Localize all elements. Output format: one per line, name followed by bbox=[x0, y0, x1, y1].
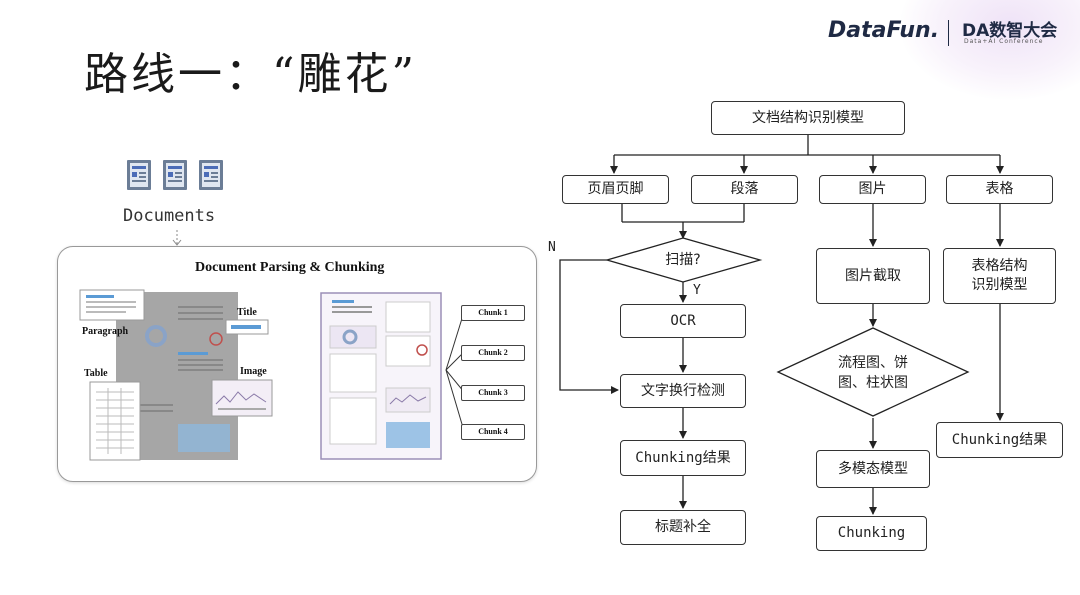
documents-label: Documents bbox=[123, 206, 216, 226]
chunk-4: Chunk 4 bbox=[461, 424, 525, 440]
conference-logo: DA数智大会 bbox=[962, 21, 1058, 41]
node-paragraph: 段落 bbox=[691, 175, 798, 204]
node-ocr: OCR bbox=[620, 304, 746, 338]
chunk-3: Chunk 3 bbox=[461, 385, 525, 401]
node-table: 表格 bbox=[946, 175, 1053, 204]
document-parsing-title: Document Parsing & Chunking bbox=[195, 260, 385, 275]
title-label: Title bbox=[237, 307, 257, 318]
yes-label: Y bbox=[693, 283, 701, 298]
chunk-2: Chunk 2 bbox=[461, 345, 525, 361]
node-line-break-detection: 文字换行检测 bbox=[620, 374, 746, 408]
node-multimodal-model: 多模态模型 bbox=[816, 450, 930, 488]
document-icon bbox=[163, 160, 187, 190]
node-image: 图片 bbox=[819, 175, 926, 204]
conference-subtitle: Data+AI Conference bbox=[964, 38, 1044, 45]
node-scan-decision: 扫描? bbox=[665, 252, 701, 268]
chart-decision-line-2: 图、柱状图 bbox=[838, 375, 908, 392]
node-header-footer: 页眉页脚 bbox=[562, 175, 669, 204]
slide-title: 路线一：“雕花” bbox=[84, 49, 417, 100]
layout-analysis-illustration bbox=[79, 289, 273, 461]
node-chunking-result-left: Chunking结果 bbox=[620, 440, 746, 476]
scan-decision-shape bbox=[604, 237, 763, 283]
chart-decision-line-1: 流程图、饼 bbox=[838, 355, 908, 371]
node-structure-model: 文档结构识别模型 bbox=[711, 101, 905, 135]
node-title-completion: 标题补全 bbox=[620, 510, 746, 545]
chart-decision-shape bbox=[776, 327, 970, 417]
chunked-page-illustration bbox=[320, 292, 442, 460]
node-chunking: Chunking bbox=[816, 516, 927, 551]
node-image-crop: 图片截取 bbox=[816, 248, 930, 304]
node-table-structure-model: 表格结构 识别模型 bbox=[943, 248, 1056, 304]
table-label: Table bbox=[84, 368, 108, 379]
paragraph-label: Paragraph bbox=[82, 326, 129, 337]
documents-icons bbox=[127, 160, 223, 190]
down-arrow-icon bbox=[172, 230, 182, 246]
datafun-logo: DataFun. bbox=[828, 18, 940, 43]
table-structure-line-2: 识别模型 bbox=[971, 277, 1028, 293]
node-chart-decision: 流程图、饼 图、柱状图 bbox=[823, 353, 923, 394]
node-chunking-result-right: Chunking结果 bbox=[936, 422, 1063, 458]
table-structure-line-1: 表格结构 bbox=[971, 258, 1028, 275]
logo-divider bbox=[948, 20, 949, 46]
chunk-1: Chunk 1 bbox=[461, 305, 525, 321]
no-label: N bbox=[548, 240, 556, 255]
document-icon bbox=[199, 160, 223, 190]
chunk-connectors bbox=[445, 311, 465, 432]
document-icon bbox=[127, 160, 151, 190]
image-label: Image bbox=[240, 366, 267, 377]
